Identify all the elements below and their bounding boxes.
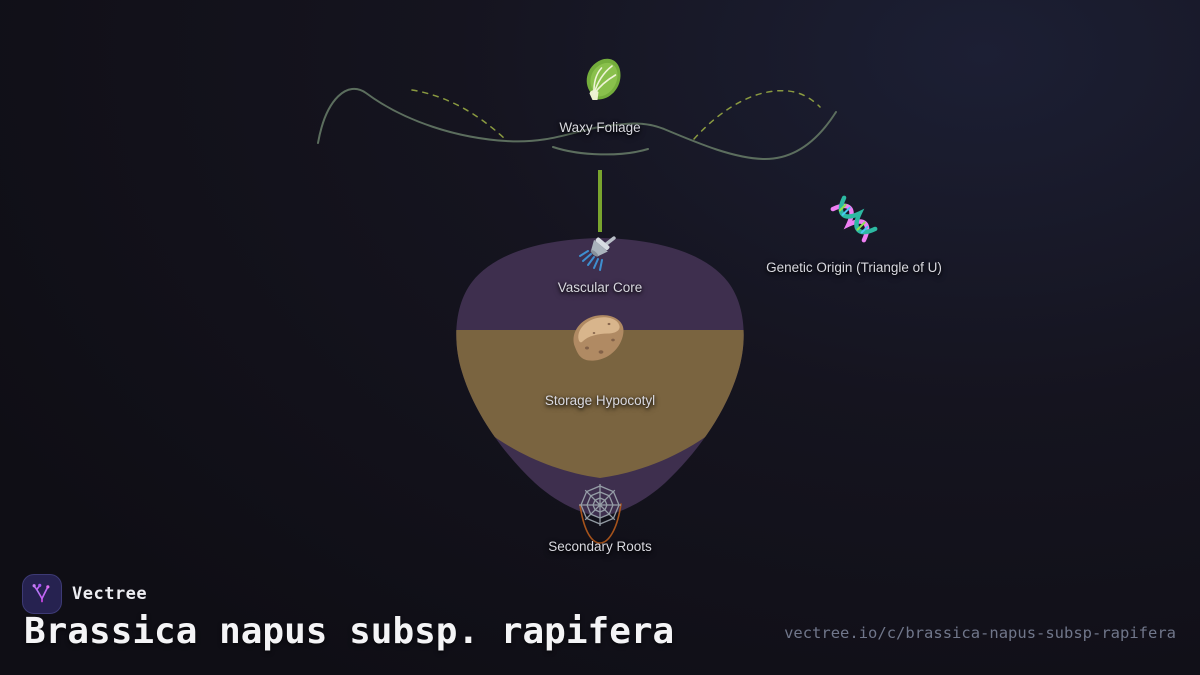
footer-url: vectree.io/c/brassica-napus-subsp-rapife…: [784, 624, 1176, 642]
leafy-green-icon: [586, 58, 621, 100]
taproot-line: [579, 503, 622, 544]
vectree-logo-icon: [32, 583, 50, 603]
shower-icon: [579, 236, 616, 271]
vectree-logo: [22, 574, 62, 614]
brand-name: Vectree: [72, 584, 148, 604]
spider-web-icon: [579, 484, 621, 526]
node-label-waxy-foliage: Waxy Foliage: [559, 120, 641, 135]
potato-icon: [573, 315, 624, 361]
node-label-secondary-roots: Secondary Roots: [548, 539, 652, 554]
node-label-vascular-core: Vascular Core: [557, 280, 643, 295]
soil-band-shape: [456, 330, 744, 478]
node-label-storage-hypocotyl: Storage Hypocotyl: [544, 393, 656, 408]
page-title: Brassica napus subsp. rapifera: [24, 611, 675, 652]
node-label-genetic-origin: Genetic Origin (Triangle of U): [766, 260, 942, 275]
dna-icon: [830, 195, 878, 243]
foliage-linework: [317, 87, 837, 161]
